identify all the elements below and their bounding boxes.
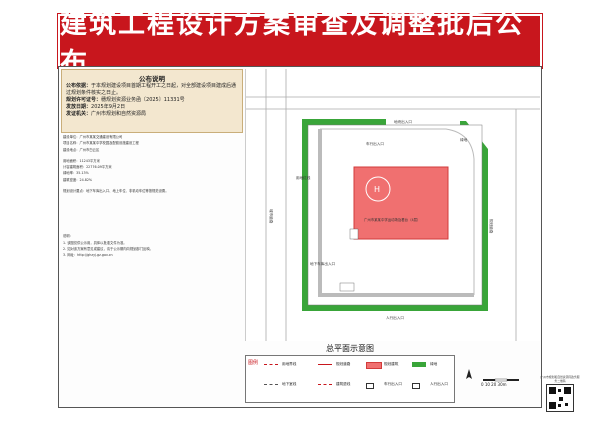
notice-basis-label: 公布依据： [66,83,92,89]
legend-item: 车行出入口 [384,382,402,386]
legend-item: 绿地 [430,362,438,366]
plan-sheet: 公布说明 公布依据：于本规划建设项目首期工程开工之日起，对全部建设项目建成后通过… [58,66,542,408]
banner: 建筑工程设计方案审查及调整批后公布 [58,9,542,79]
notice-permit-text: 穗规划资源业务函〔2025〕11331号 [101,97,185,103]
notice-authority-text: 广州市规划和自然资源局 [91,111,147,117]
note-line: 用地面积：11243平方米 [63,158,100,163]
legend-swatch [318,384,332,390]
legend-box: 图例 用地界线 规划道路 规划建筑 绿地 地下室线 建筑退线 车行出入口 人行出… [245,355,455,403]
banner-title: 建筑工程设计方案审查及调整批后公布 [60,9,524,79]
note-line: 1. 该图仅供公示用，具体以批准文件为准。 [63,240,127,245]
notice-body: 公布依据：于本规划建设项目首期工程开工之日起，对全部建设项目建成后通过规划条件核… [66,83,238,118]
note-line: 建筑密度：24.82% [63,177,93,182]
legend-swatch [366,362,382,369]
helipad [365,176,391,202]
legend-swatch [412,362,426,367]
note-line: 3. 网址：http://ghzyj.gz.gov.cn [63,253,113,258]
notice-authority-label: 发证机关： [66,111,92,117]
helipad-label: H [374,185,380,194]
gate-label: 地块出入口 [394,119,412,124]
notice-panel: 公布说明 公布依据：于本规划建设项目首期工程开工之日起，对全部建设项目建成后通过… [61,69,243,133]
qr-code-icon [546,384,574,412]
note-line: 说明： [63,234,73,239]
notice-title: 公布说明 [139,75,165,83]
legend-swatch [264,384,278,390]
site-plan-drawing: H 城市道路 地块出入口 车行出入口 规划道路 人行出入口 地下车库出入口 绿地… [246,69,540,341]
building-label: 广州市某某中学运动场及看台（4层） [364,217,420,222]
red-line-label: 用地红线 [296,175,311,180]
pedestrian-gate-label: 人行出入口 [386,315,404,320]
notice-basis-text: 于本规划建设项目首期工程开工之日起，对全部建设项目建成后通过规划条件核实之日止。 [66,83,237,96]
legend-swatch [264,364,278,370]
legend-item: 地下室线 [282,382,297,386]
legend-item: 人行出入口 [430,382,448,386]
legend-item: 用地界线 [282,362,297,366]
note-line: 建设单位：广州市某某交通建设有限公司 [63,135,123,139]
notes-list: 建设单位：广州市某某交通建设有限公司 项目名称：广州市某某中学校园及配套设施建设… [63,135,239,405]
notice-date-label: 发放日期： [66,104,92,110]
legend-title: 总平面示意图 [326,344,374,353]
scale-bar: 0 10 20 30m [459,367,539,387]
note-line: 规划设计要点：地下车库出入口、地上车位、非机动车位等按规范设置。 [63,189,169,194]
green-label: 绿地 [460,137,468,142]
notice-date-text: 2025年9月2日 [91,104,126,110]
legend-swatch [366,383,374,389]
road-label: 城市道路 [269,209,274,224]
legend-item: 建筑退线 [336,382,351,386]
qr-caption: 广州市规划和自然资源局政务服务二维码 [540,375,580,383]
garage-entrance-label: 地下车库出入口 [310,261,336,266]
note-line: 绿地率：35.13% [63,171,89,176]
planned-building [353,166,449,240]
planned-road-label: 规划道路 [489,219,494,234]
site-plan: H 城市道路 地块出入口 车行出入口 规划道路 人行出入口 地下车库出入口 绿地… [245,69,540,341]
legend-item: 规划道路 [336,362,351,366]
note-line: 项目名称：广州市某某中学校园及配套设施建设工程 [63,141,139,146]
vehicle-gate-label: 车行出入口 [366,141,384,146]
note-line: 建设地点：广州市白云区 [63,147,100,152]
legend-head: 图例 [248,360,259,366]
legend-swatch [318,364,332,370]
legend-item: 规划建筑 [384,362,399,366]
notice-permit-label: 规划许可证号： [66,97,102,103]
legend-area: 总平面示意图 图例 用地界线 规划道路 规划建筑 绿地 地下室线 建筑退线 车行… [245,343,539,405]
scale-label: 0 10 20 30m [481,382,507,387]
note-line: 计容建筑面积：22776.09平方米 [63,165,112,170]
note-line: 2. 如对该方案有意见或建议，请于公示期内向规划部门反映。 [63,246,153,251]
north-arrow-icon [466,369,519,382]
legend-swatch [412,383,420,389]
